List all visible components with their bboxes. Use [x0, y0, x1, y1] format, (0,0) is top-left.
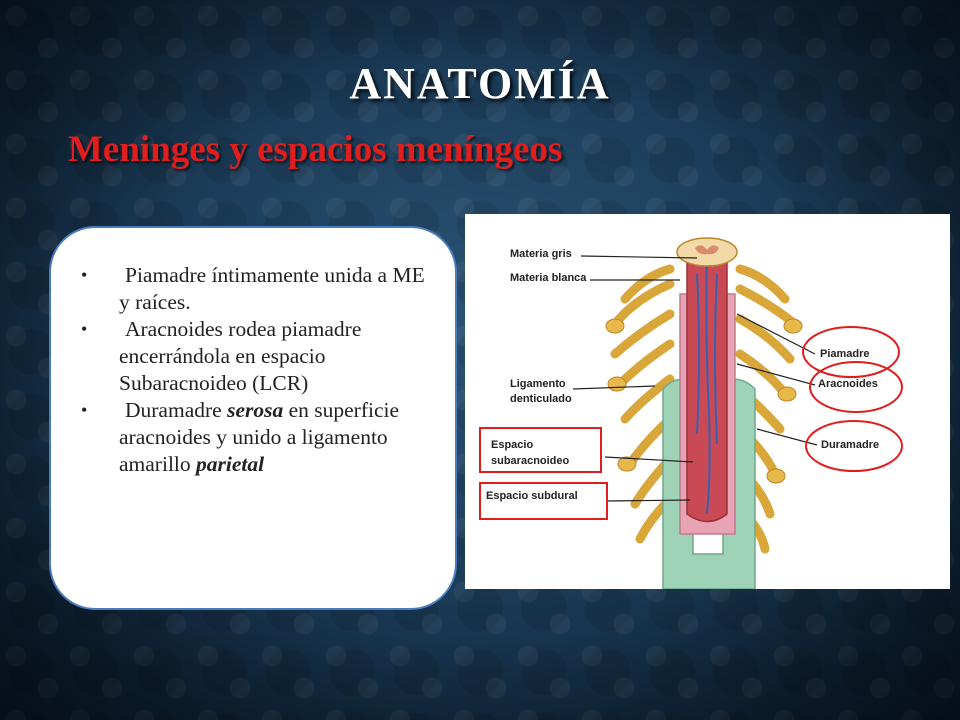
bullet-text: en superficie aracnoides y unido a ligam… [119, 398, 400, 476]
bullet-dot-icon: • [81, 400, 88, 420]
text-box: • Piamadre íntimamente unida a ME y raíc… [49, 226, 457, 610]
slide-subtitle: Meninges y espacios meníngeos [68, 129, 563, 170]
bullet-list: • Piamadre íntimamente unida a ME y raíc… [81, 262, 431, 478]
meninges-diagram: Materia gris Materia blanca Ligamento de… [479, 237, 903, 589]
label-piamadre: Piamadre [820, 348, 870, 360]
label-espacio-sub-2: subaracnoideo [491, 455, 570, 467]
highlight-circle-aracnoides [809, 361, 903, 413]
label-ligamento-2: denticulado [510, 393, 572, 405]
bullet-dot-icon: • [81, 265, 88, 285]
bullet-dot-icon: • [81, 319, 88, 339]
label-espacio-sub-1: Espacio [491, 439, 533, 451]
ganglia [605, 318, 803, 484]
label-ligamento-1: Ligamento [510, 378, 566, 390]
label-duramadre: Duramadre [821, 439, 879, 451]
label-aracnoides: Aracnoides [818, 378, 878, 390]
spinal-cord-illustration: Materia gris Materia blanca Ligamento de… [465, 214, 950, 589]
emphasis-serosa: serosa [227, 398, 284, 422]
blood-vessels [696, 253, 718, 515]
gray-matter-shape [695, 245, 719, 255]
label-materia-blanca: Materia blanca [510, 272, 587, 284]
highlight-marks [479, 326, 903, 520]
bullet-item-piamadre: • Piamadre íntimamente unida a ME y raíc… [81, 263, 425, 314]
emphasis-parietal: parietal [196, 452, 265, 476]
bullet-item-aracnoides: • Aracnoides rodea piamadre encerrándola… [81, 317, 362, 395]
highlight-circle-piamadre [802, 326, 900, 378]
highlight-box-subaracnoideo [479, 427, 602, 473]
bullet-text: Duramadre [125, 398, 228, 422]
slide-title: ANATOMÍA [349, 59, 611, 108]
highlight-box-subdural [479, 482, 608, 520]
bullet-item-duramadre: • Duramadre serosa en superficie aracnoi… [81, 397, 431, 478]
label-materia-gris: Materia gris [510, 248, 572, 260]
highlight-circle-duramadre [805, 420, 903, 472]
label-espacio-subdural: Espacio subdural [486, 490, 578, 502]
